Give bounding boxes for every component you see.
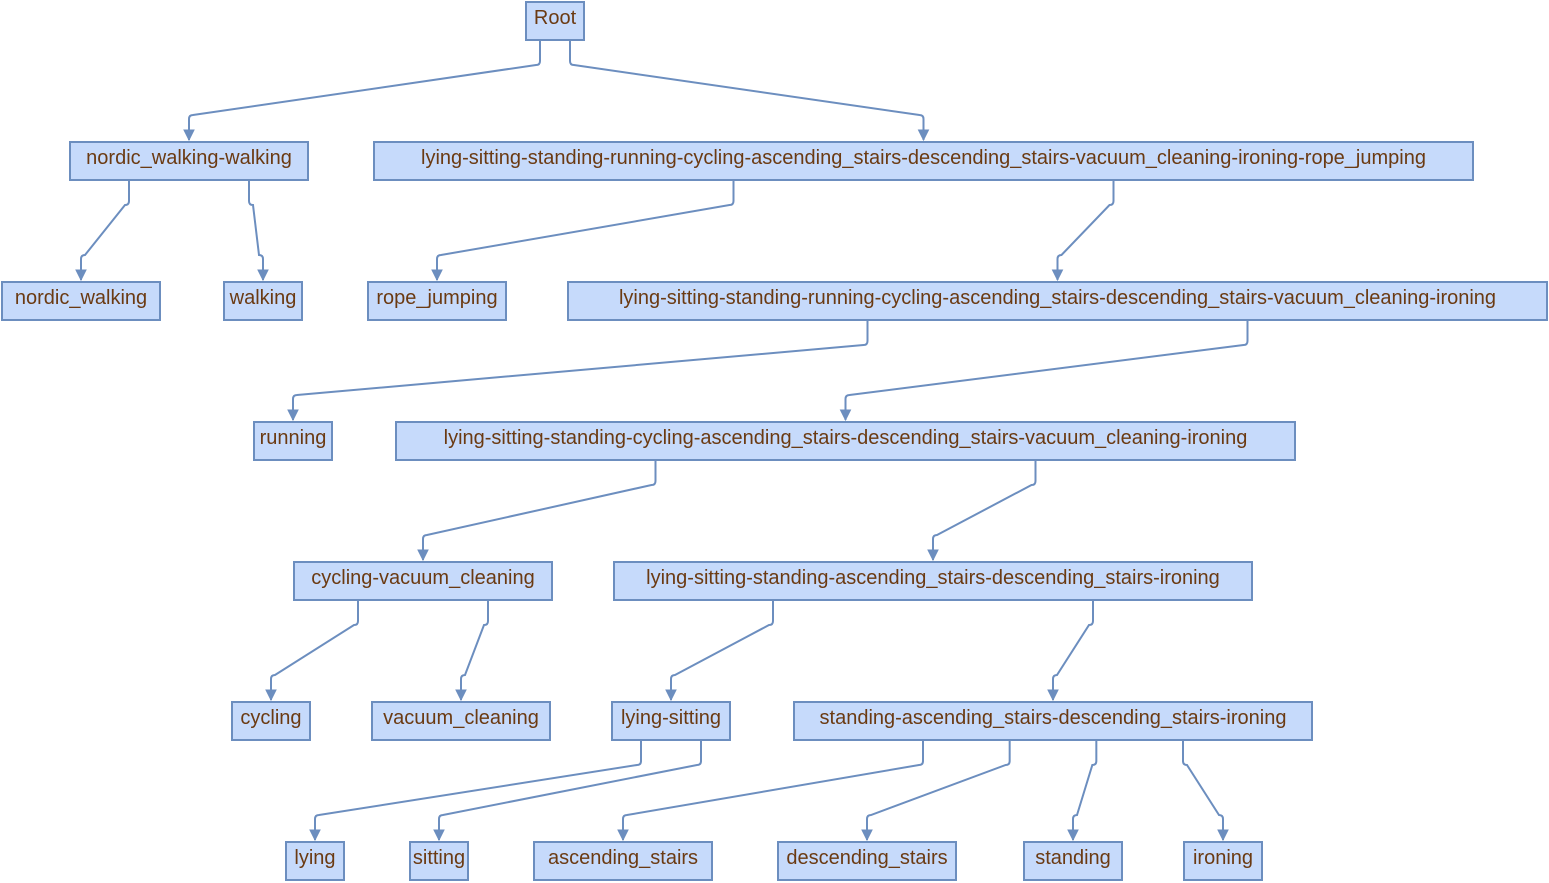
arrowhead-ironing	[1217, 829, 1229, 842]
arrowhead-sitting	[433, 829, 445, 842]
arrowhead-lying	[309, 829, 321, 842]
arrowhead-all8	[839, 409, 852, 422]
node-cycling: cycling	[231, 701, 311, 741]
arrowhead-all9	[1051, 269, 1064, 282]
edge-all6-to-lying_sitting	[670, 601, 774, 700]
edge-all9-to-running	[292, 321, 869, 420]
node-ironing: ironing	[1183, 841, 1263, 881]
arrowhead-cyc_vac	[417, 549, 429, 562]
edge-nw_w-to-walking	[248, 181, 264, 280]
node-eight-activity-group: lying-sitting-standing-cycling-ascending…	[395, 421, 1296, 461]
edge-root-to-nw_w	[188, 41, 541, 140]
arrowhead-nordic_walking	[75, 269, 87, 282]
edge-lying_sitting-to-sitting	[438, 741, 702, 840]
arrowhead-cycling	[265, 689, 277, 702]
arrowhead-rope_jumping	[431, 269, 443, 282]
arrowhead-walking	[257, 269, 269, 282]
arrowhead-lying_sitting	[665, 689, 677, 702]
arrowhead-running	[287, 409, 299, 422]
node-four-activity-group: standing-ascending_stairs-descending_sta…	[793, 701, 1313, 741]
edge-all10-to-rope_jumping	[436, 181, 735, 280]
arrowhead-all4	[1047, 689, 1059, 702]
edge-all8-to-all6	[932, 461, 1037, 560]
edge-all4-to-descending_stairs	[866, 741, 1011, 840]
node-ascending-stairs: ascending_stairs	[533, 841, 713, 881]
arrowhead-ascending_stairs	[617, 829, 629, 842]
arrowhead-vacuum_cleaning	[455, 689, 467, 702]
edge-all6-to-all4	[1052, 601, 1094, 700]
edge-nw_w-to-nordic_walking	[80, 181, 130, 280]
node-nine-activity-group: lying-sitting-standing-running-cycling-a…	[567, 281, 1548, 321]
node-cycling-vacuum-cleaning: cycling-vacuum_cleaning	[293, 561, 553, 601]
node-nordic-walking: nordic_walking	[1, 281, 161, 321]
node-sitting: sitting	[409, 841, 469, 881]
node-standing: standing	[1023, 841, 1123, 881]
edge-all4-to-standing	[1072, 741, 1098, 840]
node-descending-stairs: descending_stairs	[777, 841, 957, 881]
arrowhead-descending_stairs	[861, 829, 873, 842]
edge-root-to-all10	[569, 41, 925, 140]
edge-all8-to-cyc_vac	[422, 461, 657, 560]
edge-all4-to-ironing	[1182, 741, 1224, 840]
edge-all9-to-all8	[844, 321, 1249, 420]
edge-all4-to-ascending_stairs	[622, 741, 924, 840]
node-six-activity-group: lying-sitting-standing-ascending_stairs-…	[613, 561, 1253, 601]
node-running: running	[253, 421, 333, 461]
arrowhead-all6	[927, 549, 939, 562]
arrowhead-nw_w	[183, 129, 195, 142]
node-vacuum-cleaning: vacuum_cleaning	[371, 701, 551, 741]
node-lying-sitting: lying-sitting	[611, 701, 731, 741]
edge-all10-to-all9	[1056, 181, 1115, 280]
arrowhead-standing	[1067, 829, 1079, 842]
node-rope-jumping: rope_jumping	[367, 281, 507, 321]
node-lying: lying	[285, 841, 345, 881]
node-ten-activity-group: lying-sitting-standing-running-cycling-a…	[373, 141, 1474, 181]
edge-lying_sitting-to-lying	[314, 741, 642, 840]
arrowhead-all10	[917, 129, 930, 142]
edge-cyc_vac-to-vacuum_cleaning	[460, 601, 489, 700]
node-nordic-walking-walking: nordic_walking-walking	[69, 141, 309, 181]
edge-cyc_vac-to-cycling	[270, 601, 359, 700]
node-walking: walking	[223, 281, 303, 321]
node-root: Root	[525, 1, 585, 41]
